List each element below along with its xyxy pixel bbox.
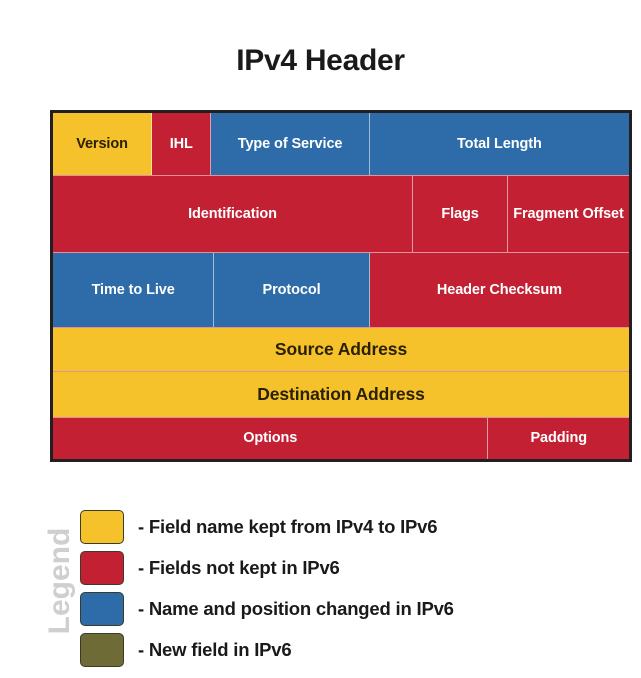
page-title: IPv4 Header (236, 44, 405, 77)
field-header-checksum: Header Checksum (369, 253, 629, 327)
legend-item-changed: - Name and position changed in IPv6 (80, 588, 628, 629)
legend-item-kept: - Field name kept from IPv4 to IPv6 (80, 506, 628, 547)
legend-label-not-kept: - Fields not kept in IPv6 (138, 556, 340, 578)
field-time-to-live: Time to Live (53, 253, 215, 327)
legend-swatch-blue (80, 591, 124, 626)
field-identification: Identification (53, 176, 413, 252)
field-options: Options (53, 418, 489, 459)
field-padding: Padding (488, 418, 629, 459)
legend-label-changed: - Name and position changed in IPv6 (138, 597, 454, 619)
field-protocol: Protocol (214, 253, 370, 327)
legend-items: - Field name kept from IPv4 to IPv6 - Fi… (80, 506, 628, 670)
legend-title: Legend (43, 527, 76, 635)
field-destination-address: Destination Address (53, 372, 629, 417)
field-type-of-service: Type of Service (211, 113, 370, 175)
field-version: Version (53, 113, 153, 175)
header-row-5: Destination Address (53, 372, 629, 418)
legend-item-new: - New field in IPv6 (80, 629, 628, 670)
header-row-2: Identification Flags Fragment Offset (53, 176, 629, 253)
ipv4-header-table: Version IHL Type of Service Total Length… (50, 110, 632, 462)
legend-swatch-red (80, 550, 124, 585)
header-row-3: Time to Live Protocol Header Checksum (53, 253, 629, 328)
legend-label-kept: - Field name kept from IPv4 to IPv6 (138, 515, 438, 537)
legend-label-new: - New field in IPv6 (138, 638, 292, 660)
legend: Legend - Field name kept from IPv4 to IP… (28, 502, 628, 674)
field-source-address: Source Address (53, 328, 629, 371)
field-ihl: IHL (152, 113, 212, 175)
header-row-4: Source Address (53, 328, 629, 372)
legend-item-not-kept: - Fields not kept in IPv6 (80, 547, 628, 588)
header-row-1: Version IHL Type of Service Total Length (53, 113, 629, 176)
field-total-length: Total Length (369, 113, 629, 175)
field-fragment-offset: Fragment Offset (508, 176, 629, 252)
field-flags: Flags (413, 176, 509, 252)
legend-swatch-olive (80, 632, 124, 667)
legend-swatch-yellow (80, 509, 124, 544)
header-row-6: Options Padding (53, 418, 629, 459)
